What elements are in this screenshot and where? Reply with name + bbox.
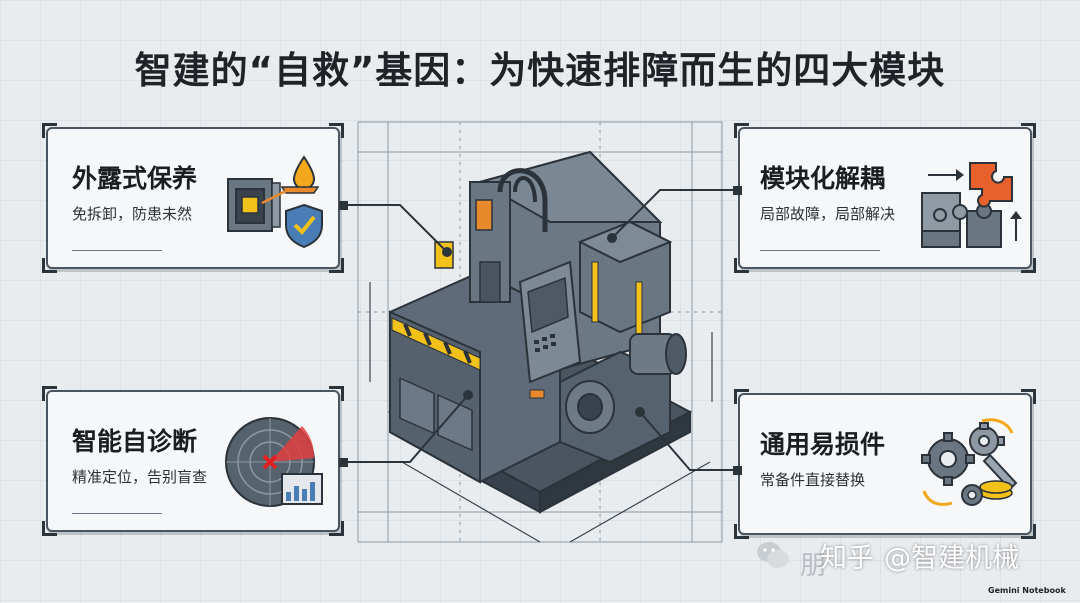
module-subtitle: 免拆卸，防患未然: [72, 205, 193, 223]
gemini-notebook-badge: Gemini Notebook: [988, 586, 1066, 595]
connector-node: [733, 186, 742, 195]
module-subtitle: 常备件直接替换: [760, 471, 866, 489]
gear-wrench-icon: [921, 418, 1018, 506]
module-title: 通用易损件: [760, 430, 886, 459]
module-card-self-diagnosis: 智能自诊断 精准定位，告别盲查: [42, 386, 344, 536]
connector-node: [339, 201, 348, 210]
watermark-site: 知乎: [820, 543, 874, 574]
watermark-handle: @智建机械: [884, 543, 1019, 574]
hazard-stripe: [391, 317, 481, 371]
radar-diagnosis-icon: [225, 417, 323, 507]
wechat-icon: [757, 542, 789, 568]
connector-node: [733, 466, 742, 475]
machine-illustration: [357, 121, 723, 543]
connector-node: [339, 458, 348, 467]
module-title: 智能自诊断: [72, 427, 198, 456]
module-card-external-maintenance: 外露式保养 免拆卸，防患未然: [42, 123, 344, 273]
oil-drop-shield-icon: [227, 155, 323, 249]
dimension-lines: [369, 282, 713, 543]
zhihu-watermark: 知乎 @智建机械: [820, 536, 1019, 575]
module-title: 外露式保养: [72, 164, 198, 193]
motor: [559, 333, 687, 464]
module-card-common-spare-parts: 通用易损件 常备件直接替换: [734, 389, 1036, 539]
module-subtitle: 局部故障，局部解决: [760, 205, 896, 223]
page-title: 智建的“自救”基因：为快速排障而生的四大模块: [134, 49, 946, 92]
faded-watermark: 朋: [800, 551, 827, 581]
puzzle-modules-icon: [921, 162, 1022, 248]
module-subtitle: 精准定位，告别盲查: [72, 468, 208, 486]
module-title: 模块化解耦: [760, 164, 886, 193]
module-card-modular-decoupling: 模块化解耦 局部故障，局部解决: [734, 123, 1036, 273]
